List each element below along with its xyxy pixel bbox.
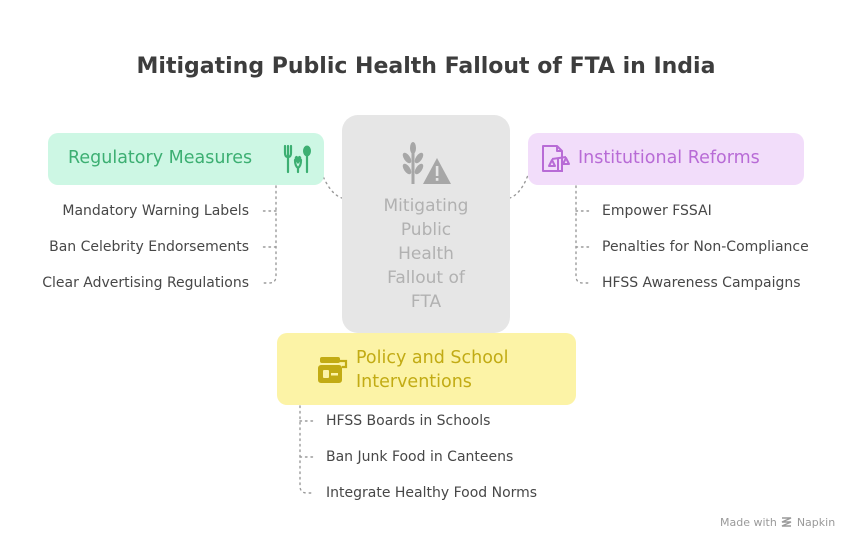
policy-school-label: Policy and School Interventions [356, 348, 509, 392]
institutional-reforms-box [528, 133, 804, 185]
regulatory-measures-label: Regulatory Measures [68, 148, 253, 168]
central-label-line: FTA [410, 292, 442, 312]
diagram-title: Mitigating Public Health Fallout of FTA … [136, 54, 716, 79]
institutional-item: HFSS Awareness Campaigns [602, 275, 801, 291]
regulatory-item: Clear Advertising Regulations [42, 275, 249, 291]
institutional-item: Penalties for Non-Compliance [602, 239, 809, 255]
central-node [342, 115, 510, 333]
lunchbox-icon [318, 357, 348, 383]
made-with-napkin-credit[interactable]: Made with Napkin [720, 516, 835, 529]
institutional-item: Empower FSSAI [602, 203, 712, 219]
central-label-line: Fallout of [387, 268, 465, 288]
central-label-line: Public [400, 220, 452, 240]
regulatory-item: Ban Celebrity Endorsements [49, 239, 249, 255]
made-with-text: Made with [720, 516, 777, 529]
legal-document-icon [542, 145, 570, 172]
policy-item: Integrate Healthy Food Norms [326, 485, 538, 501]
utensils-icon [283, 144, 311, 174]
institutional-reforms-label: Institutional Reforms [578, 148, 760, 168]
central-node-label: Mitigating Public Health Fallout of FTA [358, 194, 494, 314]
central-label-line: Mitigating [383, 196, 469, 216]
regulatory-measures-box [48, 133, 324, 185]
policy-item: Ban Junk Food in Canteens [326, 449, 514, 465]
wheat-warning-icon [402, 142, 451, 184]
regulatory-item: Mandatory Warning Labels [62, 203, 249, 219]
central-label-line: Health [398, 244, 454, 264]
napkin-logo-icon [782, 517, 792, 527]
napkin-brand-text: Napkin [796, 516, 836, 529]
policy-item: HFSS Boards in Schools [326, 413, 491, 429]
